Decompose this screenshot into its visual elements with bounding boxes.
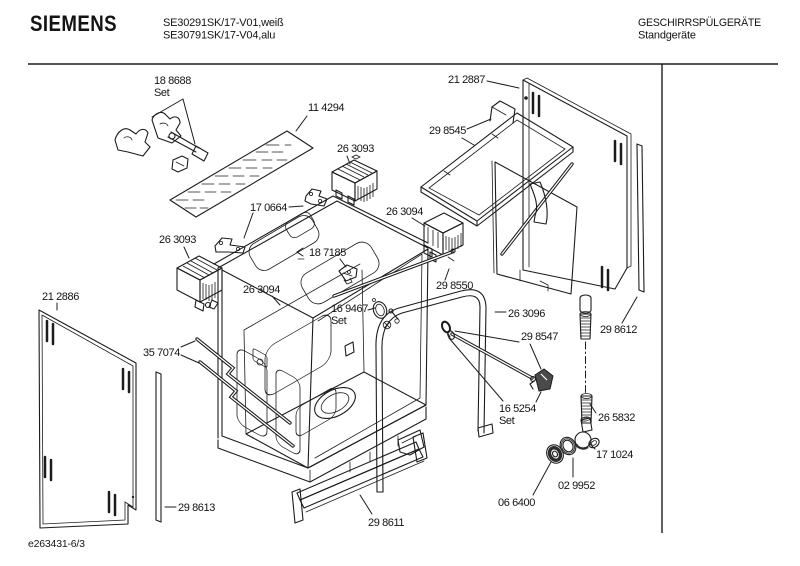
mounting-brackets-art [214,188,328,254]
worktop-frame-art [491,160,578,295]
heater-rod-art [332,248,456,298]
part-label-06-6400: 06 6400 [498,497,535,509]
part-label-17-1024: 17 1024 [596,449,633,461]
model-line-2: SE30791SK/17-V04,alu [163,30,275,42]
part-label-26-3093-top: 26 3093 [337,143,374,155]
feed-pipe-art [440,320,536,382]
category-title: GESCHIRRSPÜLGERÄTE [638,17,761,29]
back-panel-art [522,77,632,292]
left-side-panel-art [38,309,137,529]
worktop-art [420,100,574,227]
part-label-26-5832: 26 5832 [598,412,635,424]
part-labels: 18 8688 Set 11 4294 26 3093 21 2887 29 8… [42,74,638,529]
part-label-18-7185: 18 7185 [309,247,346,259]
check-valve-art [579,294,593,424]
document-number: e263431-6/3 [28,538,85,550]
leader-lines [56,80,638,515]
part-label-11-4294: 11 4294 [308,102,344,114]
part-label-18-8688: 18 8688 [154,75,191,87]
part-label-26-3096: 26 3096 [508,308,545,320]
part-label-29-8545: 29 8545 [429,125,466,137]
part-label-16-9467-set: Set [331,315,347,327]
trim-strip-left-art [155,371,162,523]
model-line-1: SE30291SK/17-V01,weiß [163,17,284,29]
door-gasket-art [375,289,494,493]
part-label-21-2886: 21 2886 [42,291,79,303]
trim-strip-right-art [636,143,645,293]
part-label-16-9467: 16 9467 [331,303,368,315]
side-rails-art [195,337,295,448]
part-label-29-8612: 29 8612 [600,324,637,336]
base-plinth-art [291,432,428,524]
part-label-21-2887: 21 2887 [448,74,485,86]
part-label-26-3094-right: 26 3094 [386,206,423,218]
part-label-18-8688-set: Set [154,87,170,99]
part-label-35-7074: 35 7074 [143,347,180,359]
subcategory-title: Standgeräte [638,30,696,42]
relay-connector-top-art [331,154,378,206]
part-label-29-8613: 29 8613 [178,502,215,514]
tub-art [213,195,429,483]
part-label-26-3093-left: 26 3093 [159,234,196,246]
spray-nozzle-art [529,368,554,392]
part-label-17-0664: 17 0664 [250,202,287,214]
part-label-29-8550: 29 8550 [436,280,473,292]
part-label-29-8611: 29 8611 [368,517,404,529]
insulation-mat-art [169,130,314,218]
part-label-29-8547: 29 8547 [521,331,558,343]
part-label-16-5254: 16 5254 [499,403,536,415]
brand-logo: SIEMENS [30,11,117,36]
part-label-26-3094-left: 26 3094 [243,284,280,296]
relay-connector-left-art [176,255,223,312]
pointer-arrow-icon [296,247,305,260]
pump-elbow-art [574,416,600,450]
part-label-16-5254-set: Set [499,415,515,427]
part-label-02-9952: 02 9952 [558,480,595,492]
grommet-art [546,444,564,464]
header: SIEMENS SE30291SK/17-V01,weiß SE30791SK/… [30,11,761,42]
